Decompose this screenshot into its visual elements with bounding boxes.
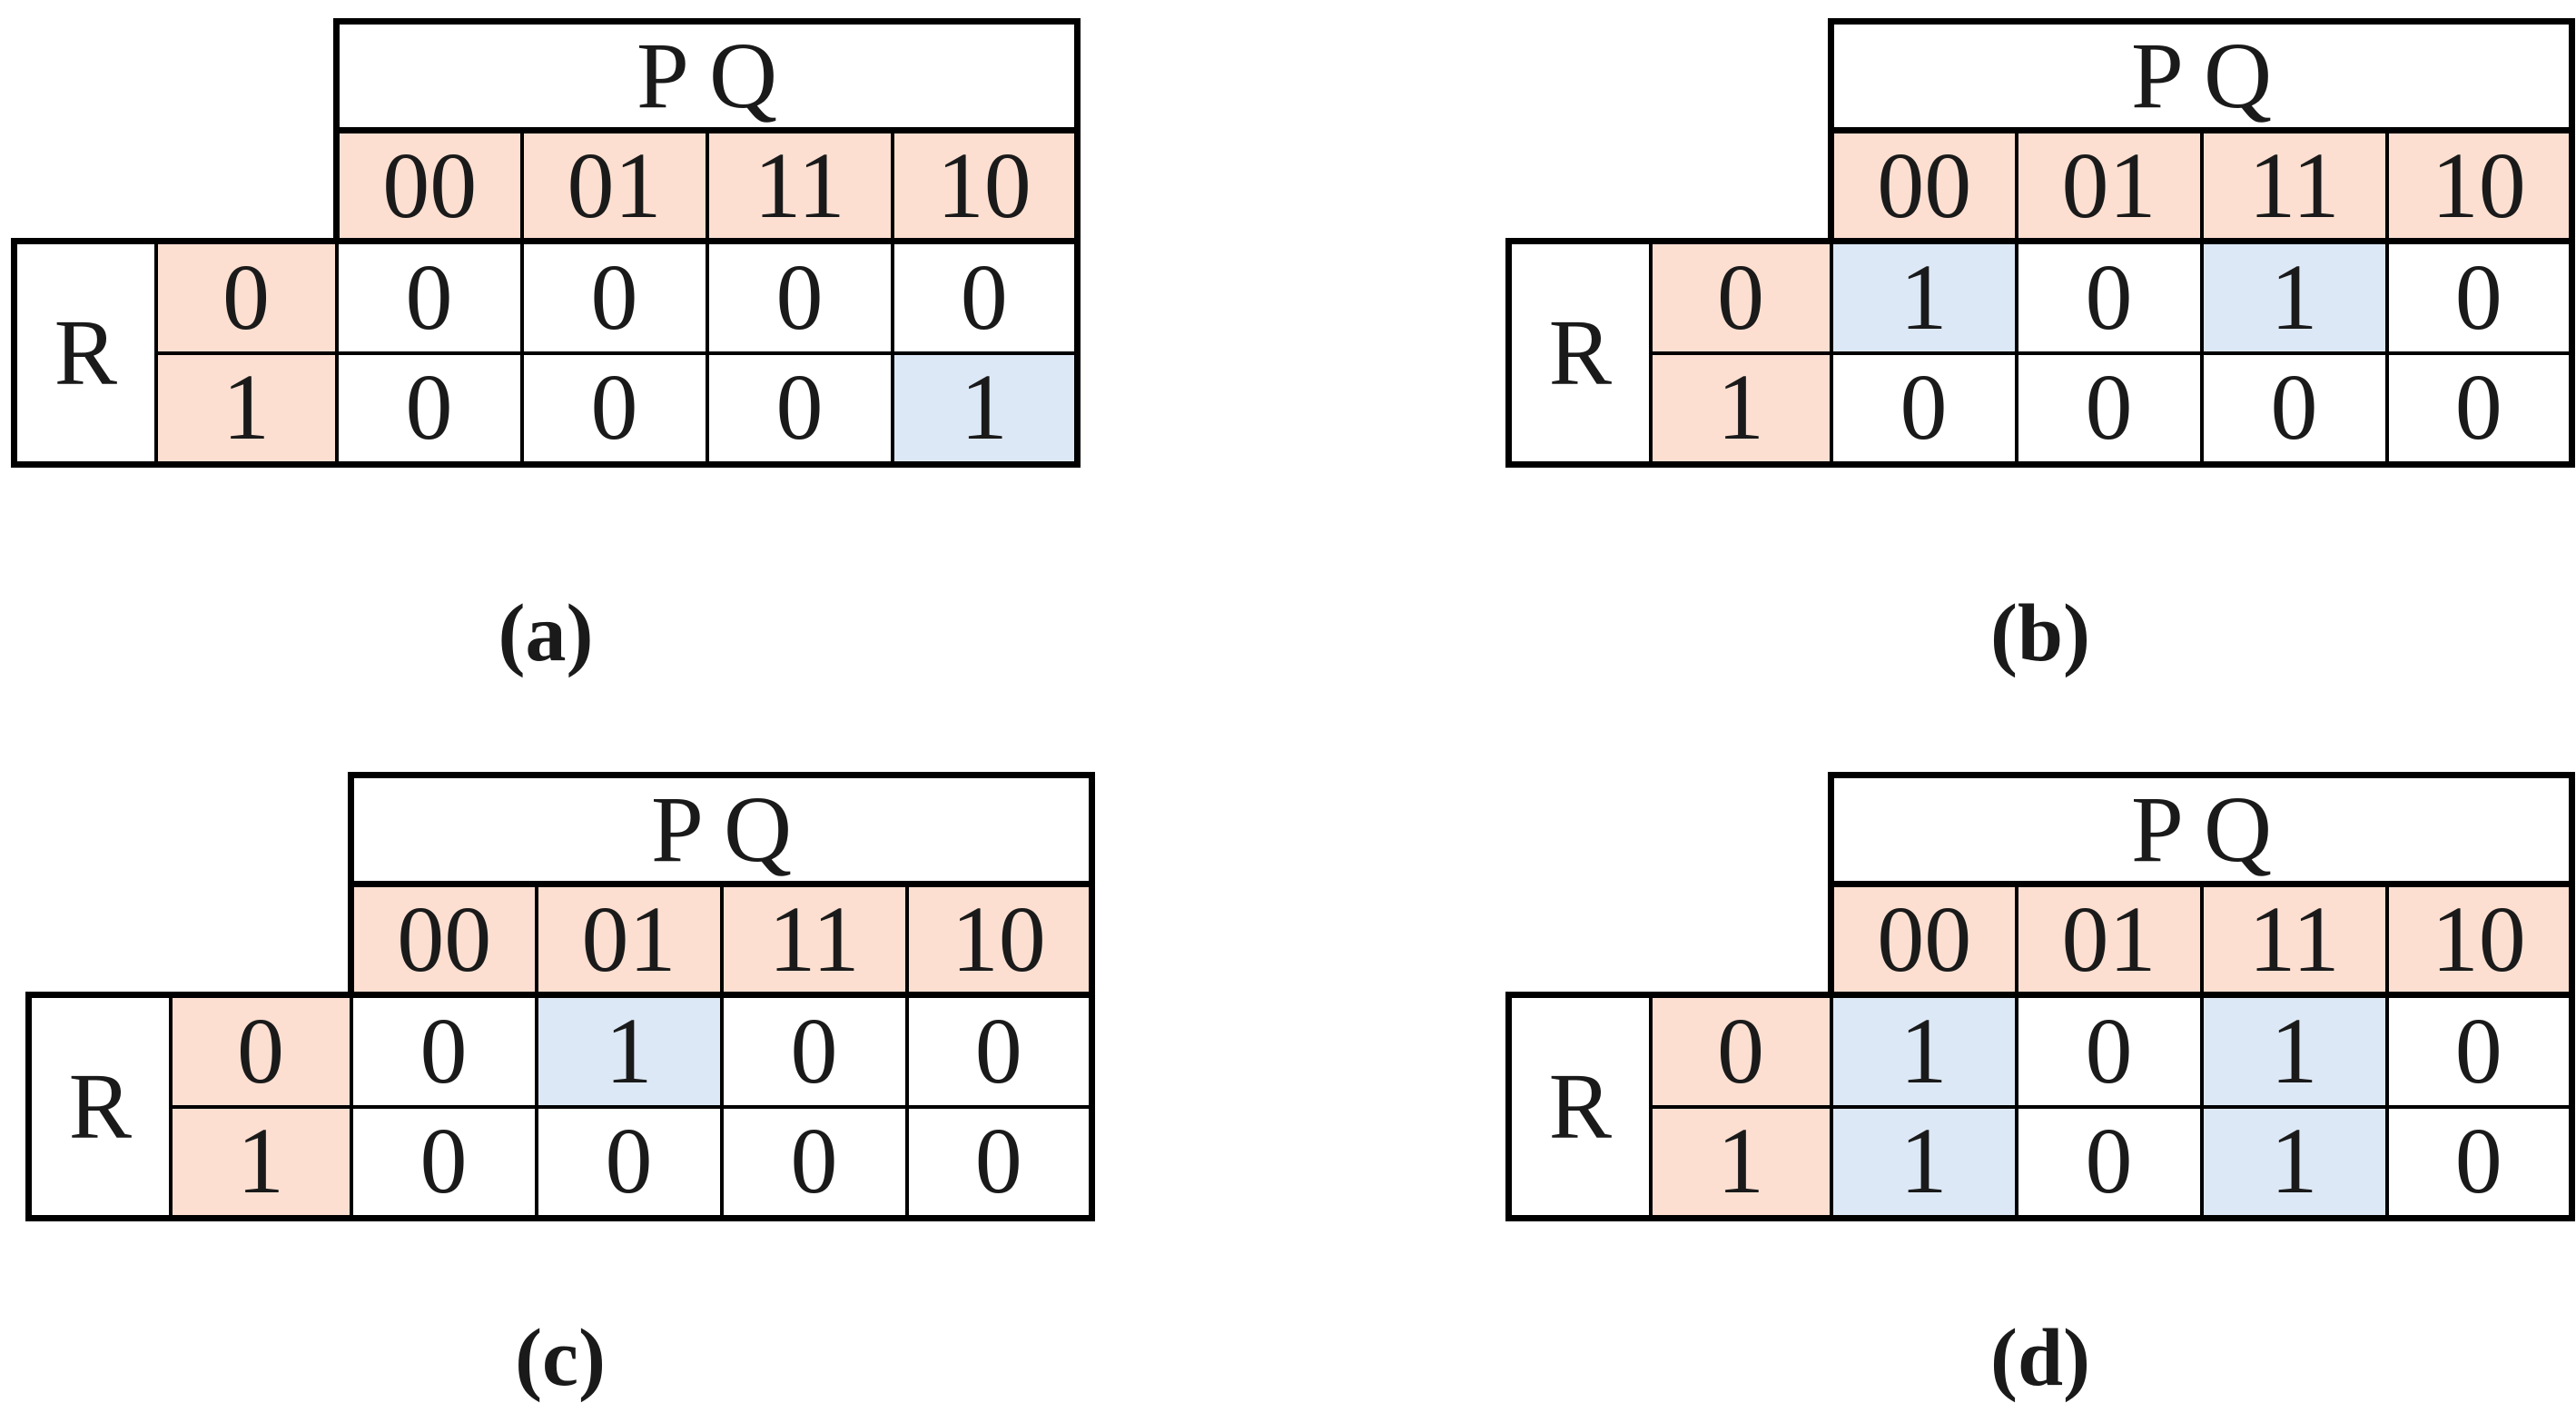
kmap-corner-spacer — [1509, 22, 1831, 242]
column-variable-label: P Q — [332, 18, 1081, 133]
kmap-cell: 0 — [519, 351, 709, 468]
kmap-cell: 1 — [1829, 239, 2018, 355]
col-header-00: 00 — [348, 882, 538, 998]
subfigure-caption-d: (d) — [1990, 1313, 2091, 1403]
kmap-corner-spacer — [1509, 776, 1831, 995]
col-header-01: 01 — [534, 882, 724, 998]
kmap-cell: 0 — [904, 993, 1096, 1109]
subfigure-caption-c: (c) — [515, 1313, 606, 1403]
kmap-d: P Q 00 01 11 10 R 0 1 0 1 0 1 1 0 1 0 (d… — [1505, 772, 2576, 1403]
col-header-01: 01 — [2014, 128, 2204, 244]
kmap-cell: 0 — [719, 993, 909, 1109]
row-header-0: 0 — [1648, 238, 1833, 355]
row-header-0: 0 — [168, 992, 353, 1109]
col-header-10: 10 — [2384, 128, 2576, 244]
kmap-cell: 0 — [534, 1104, 724, 1221]
col-header-10: 10 — [2384, 882, 2576, 998]
col-header-01: 01 — [2014, 882, 2204, 998]
col-header-00: 00 — [1828, 882, 2018, 998]
kmap-cell: 0 — [2014, 993, 2204, 1109]
kmap-cell: 1 — [2199, 239, 2389, 355]
kmap-cell: 0 — [2384, 993, 2576, 1109]
row-header-1: 1 — [168, 1104, 353, 1221]
kmap-a-table: P Q 00 01 11 10 R 0 0 0 0 0 1 0 0 0 1 — [11, 18, 1081, 468]
row-variable-label: R — [1505, 992, 1653, 1221]
kmap-cell: 0 — [2384, 351, 2576, 468]
kmap-cell: 0 — [890, 239, 1081, 355]
kmap-c: P Q 00 01 11 10 R 0 0 1 0 0 1 0 0 0 0 (c… — [25, 772, 1096, 1403]
row-header-1: 1 — [1648, 1104, 1833, 1221]
row-header-1: 1 — [153, 351, 339, 468]
col-header-11: 11 — [705, 128, 894, 244]
kmap-corner-spacer — [29, 776, 351, 995]
kmap-b-table: P Q 00 01 11 10 R 0 1 0 1 0 1 0 0 0 0 — [1505, 18, 2576, 468]
kmap-cell: 0 — [349, 1104, 538, 1221]
kmap-cell: 0 — [2014, 239, 2204, 355]
col-header-10: 10 — [890, 128, 1081, 244]
row-variable-label: R — [25, 992, 173, 1221]
column-variable-label: P Q — [1827, 18, 2576, 133]
col-header-00: 00 — [1828, 128, 2018, 244]
kmap-b: P Q 00 01 11 10 R 0 1 0 1 0 1 0 0 0 0 (b… — [1505, 18, 2576, 678]
column-variable-label: P Q — [347, 772, 1096, 887]
kmap-cell: 1 — [1829, 993, 2018, 1109]
kmap-cell: 0 — [349, 993, 538, 1109]
kmap-cell: 0 — [519, 239, 709, 355]
kmap-cell: 1 — [534, 993, 724, 1109]
kmap-cell: 0 — [2014, 351, 2204, 468]
kmap-cell: 0 — [705, 239, 894, 355]
kmap-cell: 0 — [2014, 1104, 2204, 1221]
kmap-cell: 0 — [705, 351, 894, 468]
kmap-cell: 0 — [334, 239, 524, 355]
kmap-cell: 0 — [2384, 239, 2576, 355]
kmap-cell: 0 — [2384, 1104, 2576, 1221]
kmap-cell: 0 — [904, 1104, 1096, 1221]
kmap-cell: 1 — [2199, 993, 2389, 1109]
row-header-1: 1 — [1648, 351, 1833, 468]
kmap-c-table: P Q 00 01 11 10 R 0 0 1 0 0 1 0 0 0 0 — [25, 772, 1096, 1221]
kmap-a: P Q 00 01 11 10 R 0 0 0 0 0 1 0 0 0 1 (a… — [11, 18, 1081, 675]
subfigure-caption-a: (a) — [498, 588, 594, 678]
kmap-cell: 1 — [2199, 1104, 2389, 1221]
row-variable-label: R — [1505, 238, 1653, 468]
kmap-cell: 0 — [1829, 351, 2018, 468]
kmap-d-table: P Q 00 01 11 10 R 0 1 0 1 0 1 1 0 1 0 — [1505, 772, 2576, 1221]
subfigure-caption-b: (b) — [1990, 588, 2091, 678]
kmap-corner-spacer — [15, 22, 337, 242]
kmap-cell: 1 — [890, 351, 1081, 468]
kmap-cell: 0 — [334, 351, 524, 468]
kmap-cell: 1 — [1829, 1104, 2018, 1221]
col-header-11: 11 — [719, 882, 909, 998]
col-header-01: 01 — [519, 128, 709, 244]
row-variable-label: R — [11, 238, 158, 468]
col-header-11: 11 — [2199, 128, 2389, 244]
row-header-0: 0 — [1648, 992, 1833, 1109]
row-header-0: 0 — [153, 238, 339, 355]
col-header-00: 00 — [333, 128, 524, 244]
col-header-11: 11 — [2199, 882, 2389, 998]
kmap-cell: 0 — [719, 1104, 909, 1221]
column-variable-label: P Q — [1827, 772, 2576, 887]
col-header-10: 10 — [904, 882, 1096, 998]
kmap-cell: 0 — [2199, 351, 2389, 468]
